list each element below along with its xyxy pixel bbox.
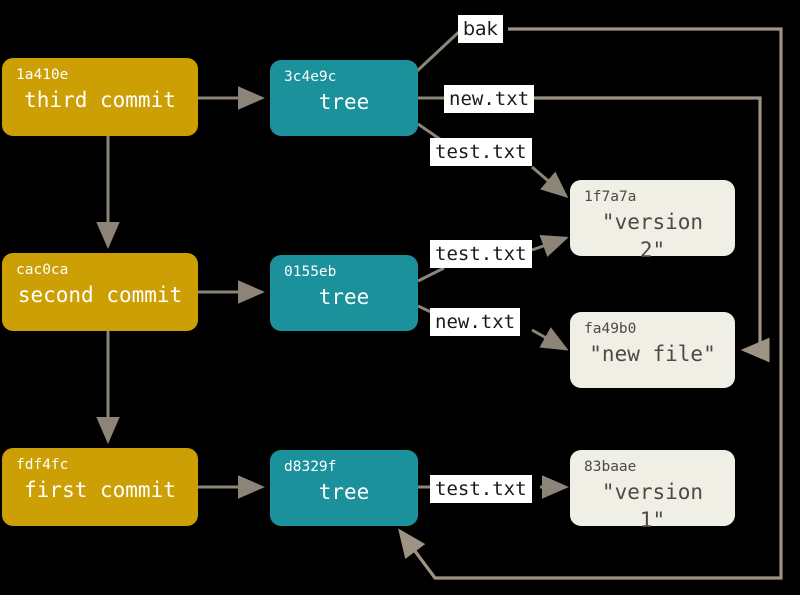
node-commit-third[interactable]: 1a410e third commit [2, 58, 198, 136]
edge-tree-second-test-txt-a [417, 266, 445, 283]
edge-label-test-txt-top: test.txt [430, 138, 532, 166]
node-hash: cac0ca [16, 262, 69, 278]
node-hash: 0155eb [284, 264, 337, 280]
node-blob-version-1[interactable]: 83baae "version 1" [570, 450, 735, 532]
node-blob-version-2[interactable]: 1f7a7a "version 2" [570, 180, 735, 262]
node-title: "version 2" [601, 210, 704, 262]
edge-label-test-txt-bottom: test.txt [430, 475, 532, 503]
node-title: second commit [17, 283, 183, 307]
node-hash: 83baae [584, 459, 637, 475]
node-hash: d8329f [284, 459, 337, 475]
node-hash: 1f7a7a [584, 189, 637, 205]
edge-tree-third-bak [414, 27, 464, 74]
node-tree-third[interactable]: 3c4e9c tree [270, 60, 418, 136]
edge-new-txt-route-to-blob-new [534, 96, 770, 363]
node-commit-second[interactable]: cac0ca second commit [2, 253, 198, 331]
node-title: "new file" [589, 342, 716, 366]
node-title: third commit [24, 88, 176, 112]
node-tree-first[interactable]: d8329f tree [270, 450, 418, 526]
node-hash: fa49b0 [584, 321, 637, 337]
node-hash: 1a410e [16, 67, 69, 83]
edge-label-bak: bak [458, 15, 503, 43]
edge-label-new-txt-mid: new.txt [430, 308, 521, 336]
node-title: "version 1" [601, 480, 704, 532]
edge-tree-third-test-txt-b [531, 165, 569, 198]
node-title: tree [318, 480, 370, 504]
edge-tree-second-test-txt-b [531, 234, 569, 258]
edge-tree-second-new-txt-b [531, 327, 569, 351]
node-commit-first[interactable]: fdf4fc first commit [2, 448, 198, 526]
edge-bak-route-to-tree-first [398, 27, 783, 580]
edge-label-test-txt-mid: test.txt [430, 240, 532, 268]
node-title: tree [318, 285, 370, 309]
edge-label-new-txt-top: new.txt [444, 85, 535, 113]
node-tree-second[interactable]: 0155eb tree [270, 255, 418, 331]
node-title: first commit [24, 478, 176, 502]
node-title: tree [318, 90, 370, 114]
node-blob-new-file[interactable]: fa49b0 "new file" [570, 312, 735, 388]
node-hash: fdf4fc [16, 457, 69, 473]
node-hash: 3c4e9c [284, 69, 337, 85]
